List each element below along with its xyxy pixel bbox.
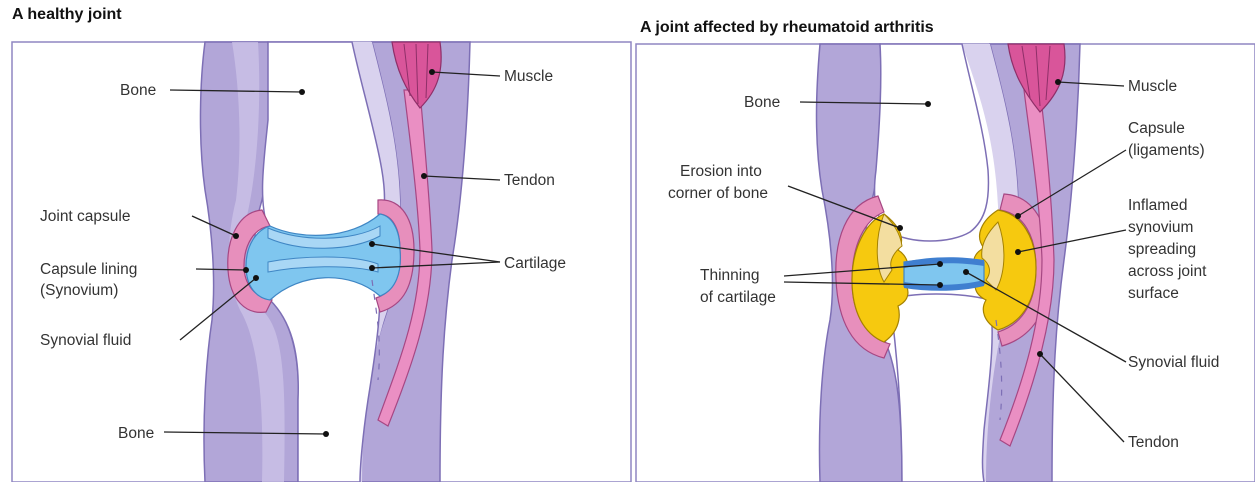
ra-label-synovial-fluid: Synovial fluid (1128, 354, 1219, 371)
label-joint-capsule: Joint capsule (40, 208, 130, 225)
label-tendon: Tendon (504, 172, 555, 189)
ra-lower-bone (890, 294, 992, 482)
ra-label-inflamed-3: spreading (1128, 241, 1196, 258)
ra-label-inflamed-5: surface (1128, 285, 1179, 302)
ra-label-erosion-2: corner of bone (668, 185, 768, 202)
label-bone-bottom: Bone (118, 425, 154, 442)
ra-label-bone: Bone (744, 94, 780, 111)
label-synovium: (Synovium) (40, 282, 118, 299)
ra-label-inflamed-2: synovium (1128, 219, 1193, 236)
ra-label-inflamed-1: Inflamed (1128, 197, 1187, 214)
ra-label-muscle: Muscle (1128, 78, 1177, 95)
label-capsule-lining: Capsule lining (40, 261, 137, 278)
ra-label-ligaments: (ligaments) (1128, 142, 1205, 159)
ra-label-inflamed-4: across joint (1128, 263, 1207, 280)
ra-label-thinning-1: Thinning (700, 267, 759, 284)
label-synovial-fluid: Synovial fluid (40, 332, 131, 349)
label-muscle: Muscle (504, 68, 553, 85)
ra-label-erosion-1: Erosion into (680, 163, 762, 180)
label-cartilage: Cartilage (504, 255, 566, 272)
ra-label-capsule: Capsule (1128, 120, 1185, 137)
label-bone-top: Bone (120, 82, 156, 99)
ra-label-thinning-2: of cartilage (700, 289, 776, 306)
ra-label-tendon: Tendon (1128, 434, 1179, 451)
